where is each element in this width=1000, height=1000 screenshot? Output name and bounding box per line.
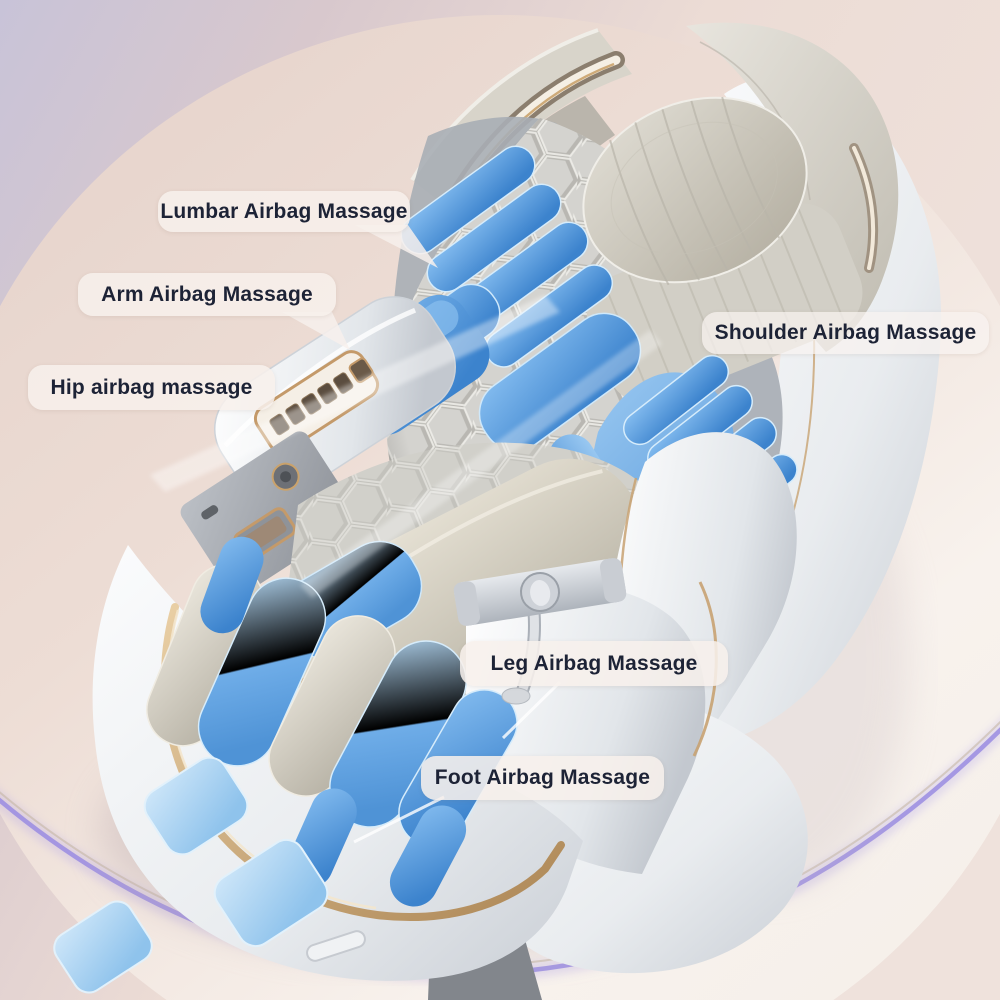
light-streak-1 <box>150 295 560 492</box>
label-foot-text: Foot Airbag Massage <box>434 766 651 789</box>
callout-pointers <box>282 225 562 844</box>
arm-pointer <box>282 312 350 350</box>
label-shoulder-airbag: Shoulder Airbag Massage <box>702 312 989 354</box>
massage-chair <box>53 22 942 1000</box>
label-hip-text: Hip airbag massage <box>50 375 253 399</box>
label-lumbar-text: Lumbar Airbag Massage <box>160 199 408 223</box>
label-arm-airbag: Arm Airbag Massage <box>78 273 336 316</box>
label-leg-text: Leg Airbag Massage <box>490 651 698 675</box>
usb-port[interactable] <box>200 504 220 521</box>
holder-base <box>501 687 531 705</box>
label-hip-airbag: Hip airbag massage <box>28 365 275 410</box>
footrest-slot-detail <box>306 930 366 962</box>
leg-pointer-line <box>501 680 562 740</box>
foot-airbag-pads <box>53 756 329 994</box>
light-streak-2 <box>300 330 662 598</box>
label-shoulder-text: Shoulder Airbag Massage <box>714 321 977 344</box>
lumbar-pointer <box>355 225 438 268</box>
label-lumbar-airbag: Lumbar Airbag Massage <box>158 191 410 232</box>
chrome-glint-right-shine <box>852 146 876 270</box>
label-arm-text: Arm Airbag Massage <box>101 282 313 306</box>
label-foot-airbag: Foot Airbag Massage <box>421 756 664 800</box>
foot-pointer-line <box>353 795 445 844</box>
holder-clamp[interactable] <box>453 557 628 627</box>
label-leg-airbag: Leg Airbag Massage <box>460 641 728 686</box>
headrest-pillow <box>582 96 808 286</box>
